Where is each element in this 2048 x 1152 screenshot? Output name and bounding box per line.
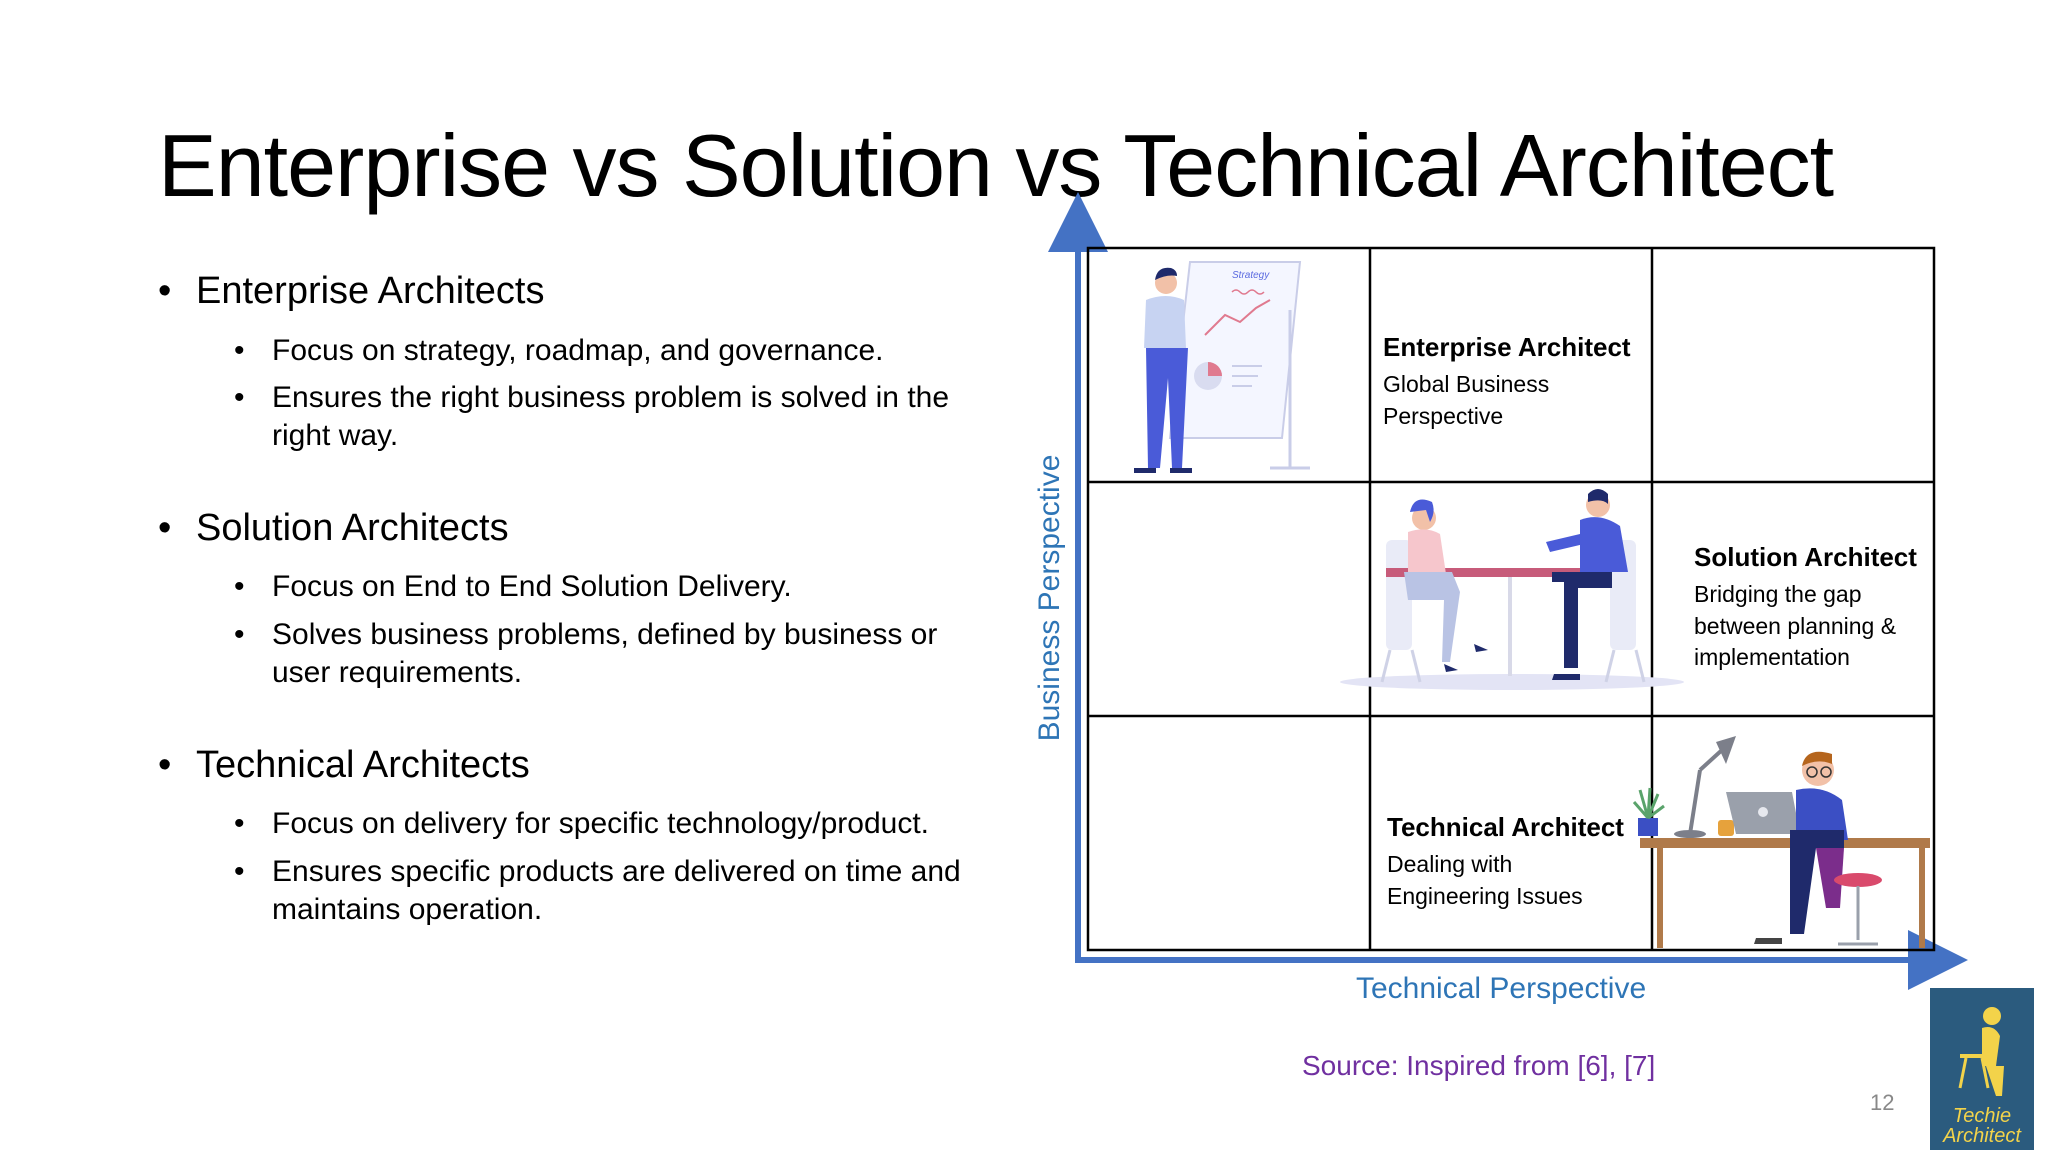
technical-desc-line2: Engineering Issues [1387, 882, 1583, 909]
developer-illustration [1632, 736, 1930, 948]
svg-text:Strategy: Strategy [1232, 270, 1270, 281]
y-axis-label: Business Perspective [1033, 454, 1066, 742]
section-technical: Technical Architects Focus on delivery f… [158, 742, 1018, 929]
page-number: 12 [1870, 1090, 1895, 1115]
section-enterprise: Enterprise Architects Focus on strategy,… [158, 268, 1018, 455]
slide-title: Enterprise vs Solution vs Technical Arch… [158, 116, 1834, 215]
bullet-list: Enterprise Architects Focus on strategy,… [158, 268, 1018, 979]
section-heading: Technical Architects [158, 742, 1018, 790]
x-axis-label: Technical Perspective [1356, 972, 1647, 1005]
solution-desc-line2: between planning & [1694, 612, 1897, 639]
bullet-item: Focus on delivery for specific technolog… [234, 805, 1018, 843]
technical-title: Technical Architect [1387, 812, 1624, 842]
presenter-illustration: Strategy [1134, 261, 1310, 473]
bullet-item: Solves business problems, defined by bus… [234, 616, 972, 692]
technical-cell-text: Technical Architect Dealing with Enginee… [1387, 810, 1657, 912]
solution-title: Solution Architect [1694, 542, 1917, 572]
enterprise-cell-text: Enterprise Architect Global Business Per… [1383, 330, 1653, 432]
enterprise-desc-line2: Perspective [1383, 402, 1504, 429]
meeting-illustration [1340, 489, 1684, 690]
bullet-item: Ensures the right business problem is so… [234, 379, 992, 455]
techie-architect-logo: Techie Architect [1930, 988, 2034, 1150]
solution-desc-line1: Bridging the gap [1694, 581, 1862, 608]
logo-figure-icon [1958, 1007, 2004, 1096]
logo-text-line1: Techie [1952, 1105, 2012, 1127]
logo-text-line2: Architect [1943, 1125, 2021, 1147]
solution-cell-text: Solution Architect Bridging the gap betw… [1694, 540, 1934, 673]
enterprise-desc-line1: Global Business [1383, 371, 1550, 398]
bullet-item: Focus on End to End Solution Delivery. [234, 568, 1018, 606]
solution-desc-line3: implementation [1694, 643, 1850, 670]
section-heading: Solution Architects [158, 505, 1018, 553]
section-solution: Solution Architects Focus on End to End … [158, 505, 1018, 692]
source-citation: Source: Inspired from [6], [7] [1302, 1050, 1656, 1081]
bullet-item: Ensures specific products are delivered … [234, 853, 1012, 929]
bullet-item: Focus on strategy, roadmap, and governan… [234, 332, 1018, 370]
enterprise-title: Enterprise Architect [1383, 332, 1631, 362]
section-heading: Enterprise Architects [158, 268, 1018, 316]
technical-desc-line1: Dealing with [1387, 851, 1513, 878]
